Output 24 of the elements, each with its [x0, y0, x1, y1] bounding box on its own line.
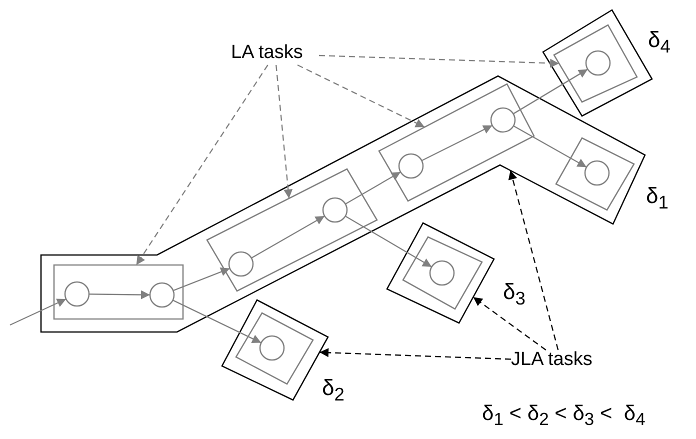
leader-line [297, 64, 425, 128]
leader-line [136, 64, 268, 266]
arrow [421, 124, 493, 162]
delta-label: δ$_{2}$ [322, 376, 344, 406]
arrow [172, 268, 230, 292]
leader-line [508, 170, 559, 350]
arrow [345, 171, 401, 205]
arrow [345, 216, 432, 268]
delta-label: δ$_{1}$ [646, 184, 668, 214]
leader-line [276, 64, 293, 198]
arrow [10, 298, 66, 326]
leader-line [318, 54, 560, 68]
arrow [513, 125, 587, 168]
leader-line [319, 348, 512, 360]
arrow [89, 290, 150, 300]
callout-text: JLA tasks [511, 350, 611, 372]
arrow [172, 300, 262, 344]
callout-text: LA tasks [231, 43, 319, 65]
delta-label: δ$_{3}$ [503, 280, 526, 310]
leader-line [472, 296, 546, 350]
inequality-note: δ$_{1}$ < δ$_{2}$ < δ$_{3}$ < δ$_{4}$ [482, 402, 646, 430]
arrow [513, 68, 588, 114]
arrow [251, 215, 325, 259]
delta-label: δ$_{4}$ [648, 28, 670, 58]
